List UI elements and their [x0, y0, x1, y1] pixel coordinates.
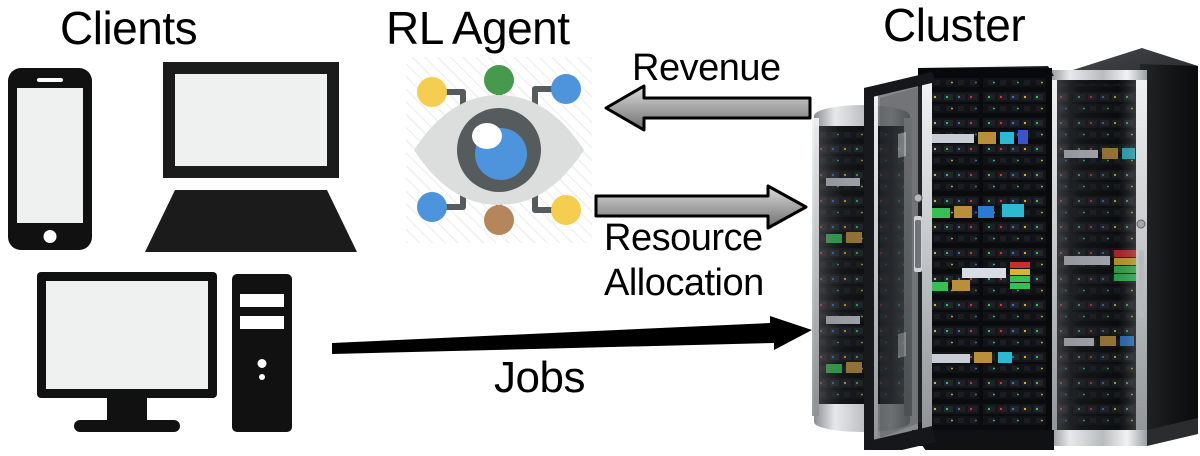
monitor-foot: [74, 420, 180, 432]
jobs-label: Jobs: [494, 353, 585, 402]
rl-agent-title: RL Agent: [386, 2, 570, 54]
agent-node-bottom: [484, 205, 514, 235]
laptop-screen: [175, 74, 327, 166]
tower-power-button: [257, 359, 267, 368]
jobs-arrow: [332, 316, 812, 354]
agent-node-bottom-right: [551, 195, 581, 225]
eye-network-svg: [414, 65, 584, 235]
cluster-title: Cluster: [883, 0, 1026, 51]
monitor-screen: [46, 281, 208, 389]
agent-node-bottom-left: [417, 192, 447, 222]
tower-indicator-light: [259, 374, 265, 380]
desktop-tower-icon: [232, 274, 292, 432]
server-rack-center: [912, 66, 1054, 450]
resource-allocation-arrow: [594, 184, 808, 230]
eye-highlight: [472, 123, 502, 149]
tower-drive-bay-2: [240, 316, 284, 329]
server-rack-open-door: [864, 72, 936, 450]
tower-drive-bay-1: [240, 294, 284, 307]
desktop-monitor-icon: [37, 272, 217, 444]
resource-allocation-label-line1: Resource: [604, 217, 763, 259]
laptop-base: [145, 190, 357, 252]
server-rack-right: [1048, 48, 1198, 446]
smartphone-body: [8, 68, 92, 250]
tower-body: [232, 274, 292, 432]
eye-network-icon: [406, 57, 592, 243]
revenue-label: Revenue: [632, 47, 781, 89]
smartphone-icon: [8, 68, 92, 250]
resource-allocation-label-line2: Allocation: [604, 262, 764, 304]
monitor-frame: [37, 272, 217, 398]
agent-node-top-left: [417, 77, 447, 107]
monitor-neck: [107, 396, 147, 424]
server-cluster-illustration: [812, 48, 1198, 450]
laptop-icon: [145, 62, 357, 252]
smartphone-speaker: [37, 78, 63, 82]
laptop-lid: [163, 62, 339, 178]
agent-node-top: [484, 65, 514, 95]
clients-title: Clients: [60, 2, 198, 54]
agent-node-top-right: [551, 74, 581, 104]
smartphone-screen: [17, 88, 83, 223]
revenue-arrow: [604, 84, 812, 132]
smartphone-home-button: [43, 230, 57, 243]
